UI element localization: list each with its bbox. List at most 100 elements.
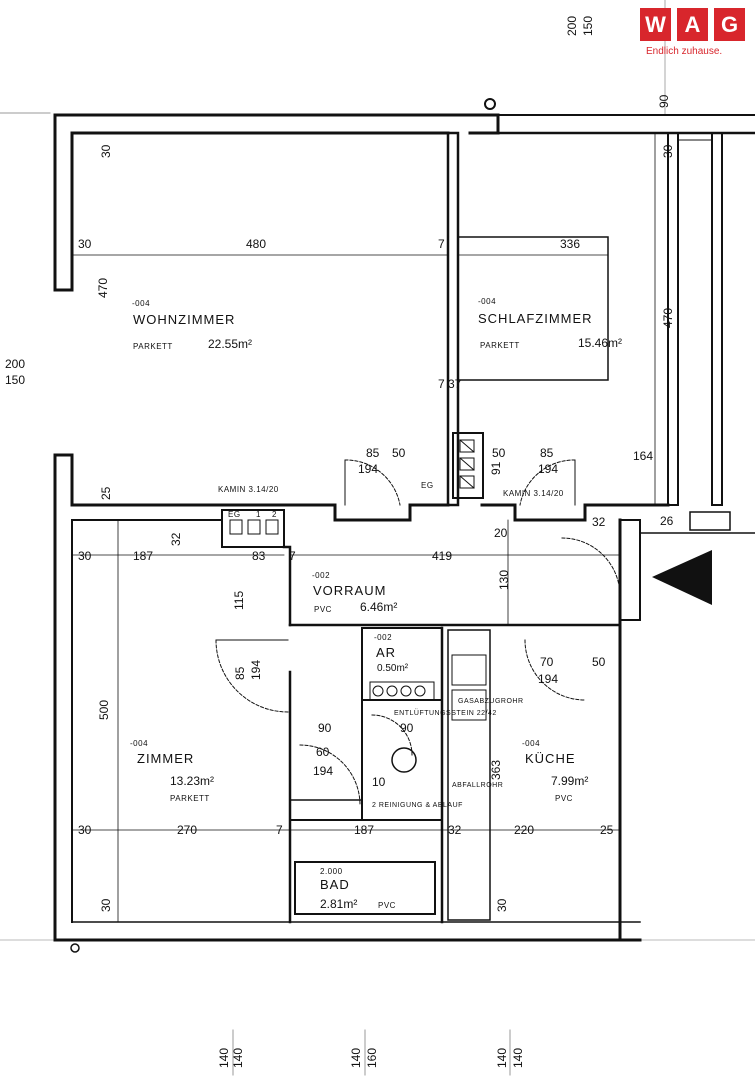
wall-mid-right: [480, 503, 670, 522]
wall-right-b: [711, 132, 723, 506]
logo-letter-w: W: [640, 8, 671, 41]
dim-label: 270: [177, 823, 198, 837]
dim-label: 194: [538, 462, 559, 476]
dim-label: 50: [492, 446, 506, 460]
kamin-note-left: KAMIN 3.14/20: [218, 485, 279, 494]
zimmer-label: ZIMMER: [137, 751, 195, 766]
dim-label: 70: [540, 655, 554, 669]
dim-label: 200: [5, 357, 26, 371]
dim-label: 140: [511, 1047, 525, 1068]
dim-label: 140: [495, 1047, 509, 1068]
dim-label: 140: [217, 1047, 231, 1068]
dim-label: 60: [316, 745, 330, 759]
bad-code: 2.000: [320, 867, 343, 876]
reinigung-note: 2 REINIGUNG & ABLAUF: [372, 802, 463, 809]
brand-slogan: Endlich zuhause.: [646, 46, 723, 57]
column-marker: [484, 98, 496, 110]
dim-label: 50: [392, 446, 406, 460]
dim-label: 7: [289, 549, 296, 563]
dim-label: 160: [365, 1047, 379, 1068]
bad-floor: PVC: [378, 901, 396, 910]
vorraum-floor: PVC: [314, 605, 332, 614]
dim-label: 194: [313, 764, 334, 778]
kueche-code: -004: [522, 739, 541, 748]
schlafzimmer-area: 15.46m²: [578, 336, 623, 350]
abfallrohr-note: ABFALLROHR: [452, 782, 504, 789]
dim-label: 164: [633, 449, 654, 463]
dim-label: 85: [233, 666, 247, 680]
dim-label: 150: [581, 15, 595, 36]
wall-outer-top: [53, 113, 500, 135]
dim-label: 140: [349, 1047, 363, 1068]
door-swing: [519, 459, 576, 506]
bad-label: BAD: [320, 877, 350, 892]
dim-label: 30: [99, 898, 113, 912]
chimney-block-left: [221, 509, 285, 548]
dim-label: 83: [252, 549, 266, 563]
eg-note-top: EG: [228, 510, 241, 519]
dim-label: 90: [400, 721, 414, 735]
dim-label: 7 37: [438, 377, 462, 391]
kamin-note-right: KAMIN 3.14/20: [503, 489, 564, 498]
schlafzimmer-label: SCHLAFZIMMER: [478, 311, 593, 326]
dim-label: 90: [657, 94, 671, 108]
window-right: [689, 511, 731, 531]
schlafzimmer-box: [457, 236, 609, 381]
dim-label: 150: [5, 373, 26, 387]
dim-label: 32: [448, 823, 462, 837]
dim-label: 115: [232, 590, 246, 610]
dim-label: 90: [318, 721, 332, 735]
wag-logo: W A G Endlich zuhause.: [640, 8, 750, 60]
logo-letter-a: A: [677, 8, 708, 41]
dim-label: 194: [358, 462, 379, 476]
chimney-flue: [459, 439, 475, 453]
chimney-number-2: 2: [272, 510, 277, 519]
dim-label: 7: [438, 237, 445, 251]
zimmer-area: 13.23m²: [170, 774, 215, 788]
gaszug-note: GASABZUGROHR: [458, 698, 524, 705]
dim-label: 480: [246, 237, 267, 251]
dim-label: 10: [372, 775, 386, 789]
door-swing: [371, 714, 413, 756]
kitchen-counter: [447, 629, 491, 921]
dim-label: 7: [276, 823, 283, 837]
wohnzimmer-floor: PARKETT: [133, 342, 173, 351]
ar-label: AR: [376, 645, 397, 660]
dim-label: 470: [96, 277, 110, 298]
dim-label: 30: [495, 898, 509, 912]
schlafzimmer-code: -004: [478, 297, 497, 306]
dim-label: 500: [97, 699, 111, 720]
logo-letter-g: G: [714, 8, 745, 41]
dim-label: 32: [592, 515, 606, 529]
chimney-block: [452, 432, 484, 499]
wc-bowl: [391, 747, 417, 773]
wohnzimmer-code: -004: [132, 299, 151, 308]
chimney-number-1: 1: [256, 510, 261, 519]
dim-label: 30: [661, 144, 675, 158]
dim-label: 140: [231, 1047, 245, 1068]
door-swing: [344, 459, 401, 506]
dim-label: 50: [592, 655, 606, 669]
dim-label: 25: [99, 486, 113, 500]
dim-label: 470: [661, 307, 675, 328]
zimmer-floor: PARKETT: [170, 794, 210, 803]
dim-label: 336: [560, 237, 581, 251]
dim-label: 26: [660, 514, 674, 528]
wohnzimmer-area: 22.55m²: [208, 337, 253, 351]
vorraum-area: 6.46m²: [360, 600, 398, 614]
kueche-label: KÜCHE: [525, 751, 576, 766]
chimney-flue: [459, 475, 475, 489]
dim-label: 419: [432, 549, 453, 563]
dim-label: 32: [169, 532, 183, 546]
dim-label: 30: [78, 549, 92, 563]
bad-room: [294, 861, 436, 915]
dim-label: 85: [540, 446, 554, 460]
dim-label: 130: [497, 569, 511, 590]
chimney-flue: [459, 457, 475, 471]
entry-arrow: [652, 550, 712, 605]
entlueftung-note: ENTLÜFTUNGSSTEIN 22/42: [394, 710, 497, 717]
wall-zimmer-right: [282, 545, 292, 627]
dim-label: 91: [489, 461, 503, 475]
